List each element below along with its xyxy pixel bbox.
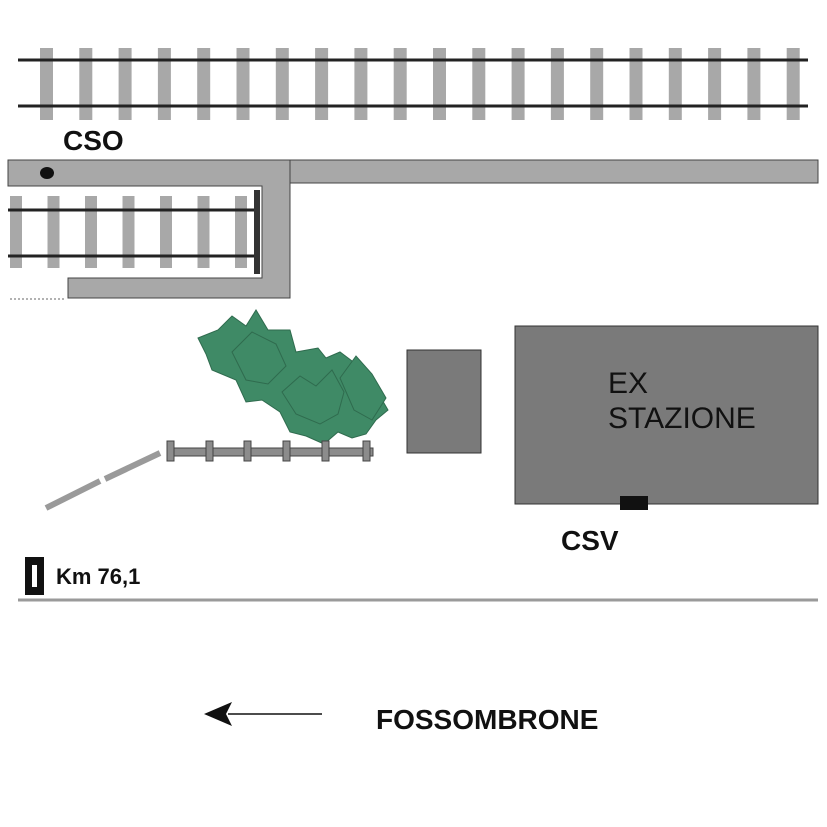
sleeper [10, 196, 22, 268]
sleeper [236, 48, 250, 120]
siding-track [8, 190, 260, 274]
fence-rail [167, 447, 374, 457]
ex-station-building [514, 325, 819, 505]
platform-extension [289, 159, 819, 184]
sleeper [157, 48, 171, 120]
fence-post [362, 440, 371, 462]
csv-label: CSV [561, 525, 619, 556]
sleeper [629, 48, 643, 120]
fence-post [321, 440, 330, 462]
sleeper [708, 48, 722, 120]
small-building [406, 349, 482, 454]
km-label: Km 76,1 [56, 564, 140, 589]
fence-post [166, 440, 175, 462]
sleeper [668, 48, 682, 120]
main-line-track [18, 48, 808, 120]
signal-marker [40, 167, 54, 179]
sleeper [118, 48, 132, 120]
access-path-segment [103, 450, 162, 482]
cso-label: CSO [63, 125, 124, 156]
sleeper [235, 196, 247, 268]
platform [7, 159, 291, 299]
access-path-segment [44, 478, 102, 511]
sleeper [40, 48, 53, 120]
sleeper [354, 48, 368, 120]
sleeper [590, 48, 604, 120]
km-marker-inner [32, 565, 37, 587]
fence-post [243, 440, 252, 462]
sleeper [197, 196, 210, 268]
sleeper [197, 48, 211, 120]
sleeper [122, 196, 135, 268]
tree-icon [197, 309, 389, 445]
sleeper [79, 48, 93, 120]
sleeper [433, 48, 446, 120]
sleeper [315, 48, 329, 120]
fence [166, 440, 374, 462]
sleeper [511, 48, 525, 120]
sleeper [786, 48, 800, 120]
arrow-left-icon [204, 702, 232, 726]
fence-post [205, 440, 214, 462]
sleeper [160, 196, 172, 268]
direction-label: FOSSOMBRONE [376, 704, 598, 735]
sleeper [472, 48, 486, 120]
sleeper [393, 48, 407, 120]
sleeper [85, 196, 97, 268]
siding-track-sleepers [10, 196, 247, 268]
fence-post [282, 440, 291, 462]
sleeper [275, 48, 289, 120]
main-track-sleepers [40, 48, 800, 120]
station-label-line1: EX [608, 367, 648, 400]
buffer-stop [254, 190, 260, 274]
sleeper [550, 48, 564, 120]
sleeper [47, 196, 60, 268]
sleeper [747, 48, 761, 120]
csv-marker [620, 496, 648, 510]
station-label-line2: STAZIONE [608, 402, 756, 435]
